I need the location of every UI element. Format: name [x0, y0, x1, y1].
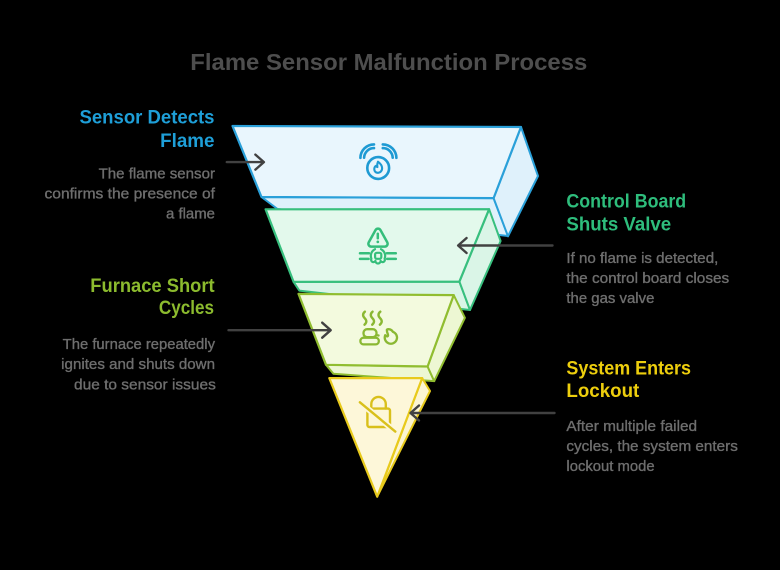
svg-text:Flame Sensor Malfunction Proce: Flame Sensor Malfunction Process [190, 49, 587, 75]
svg-text:After multiple failed: After multiple failed [566, 419, 697, 435]
svg-text:cycles, the system enters: cycles, the system enters [566, 439, 738, 455]
svg-text:Shuts Valve: Shuts Valve [566, 213, 671, 235]
svg-text:Control Board: Control Board [566, 191, 686, 213]
svg-text:System Enters: System Enters [566, 358, 691, 380]
svg-text:lockout mode: lockout mode [566, 459, 654, 475]
svg-text:ignites and shuts down: ignites and shuts down [61, 357, 215, 373]
svg-text:Flame: Flame [160, 130, 215, 152]
svg-text:the control board closes: the control board closes [566, 271, 729, 287]
svg-text:The furnace repeatedly: The furnace repeatedly [63, 337, 216, 353]
svg-text:Sensor Detects: Sensor Detects [80, 106, 215, 128]
svg-text:Lockout: Lockout [566, 380, 639, 402]
svg-text:confirms the presence of: confirms the presence of [45, 187, 216, 203]
svg-text:If no flame is detected,: If no flame is detected, [566, 251, 718, 267]
svg-text:Cycles: Cycles [159, 297, 214, 319]
svg-text:due to sensor issues: due to sensor issues [74, 377, 216, 393]
svg-text:Furnace Short: Furnace Short [90, 275, 215, 297]
svg-text:the gas valve: the gas valve [566, 291, 654, 307]
svg-text:The flame sensor: The flame sensor [99, 166, 215, 182]
svg-text:a flame: a flame [166, 207, 215, 223]
